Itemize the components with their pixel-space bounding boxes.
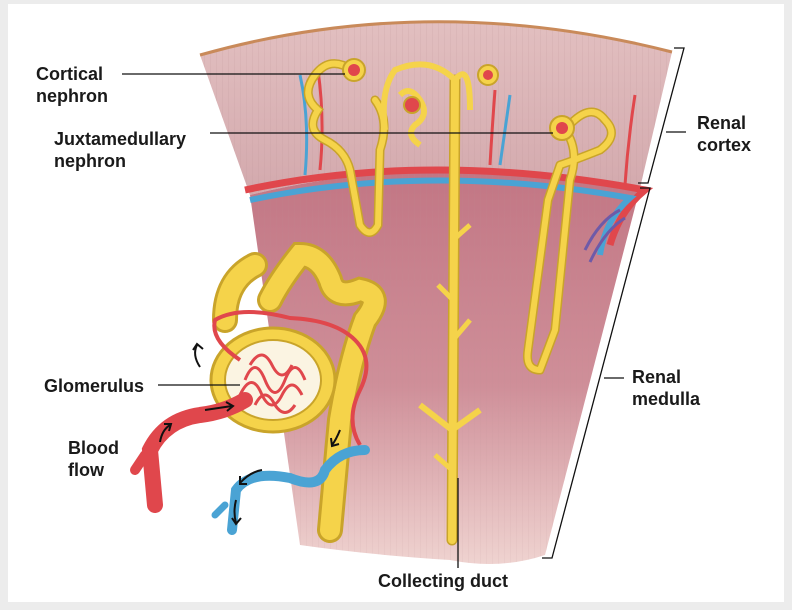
capsule-edge bbox=[199, 20, 673, 57]
enlarged-tubule bbox=[212, 241, 387, 543]
arcuate-vein bbox=[249, 177, 637, 256]
arcuate-artery bbox=[244, 166, 654, 246]
flow-arrows bbox=[159, 342, 341, 526]
blood-flow-label: Blood flow bbox=[68, 438, 119, 480]
cortical-nephron-label: Cortical nephron bbox=[36, 64, 108, 106]
glomerulus-label: Glomerulus bbox=[44, 376, 145, 396]
juxtamedullary-nephron-label: Juxtamedullary nephron bbox=[54, 129, 187, 171]
glomerulus-capsule bbox=[209, 326, 337, 434]
renal-cortex-bracket bbox=[638, 47, 685, 184]
peritubular-vein bbox=[227, 445, 370, 535]
cortical-nephron bbox=[303, 58, 499, 237]
renal-cortex-label: Renal cortex bbox=[697, 113, 752, 155]
juxtamedullary-nephron bbox=[523, 107, 616, 375]
renal-medulla-label: Renal medulla bbox=[632, 367, 701, 409]
efferent-arteriole bbox=[212, 309, 369, 447]
afferent-arteriole bbox=[141, 392, 253, 513]
collecting-duct bbox=[380, 61, 482, 546]
collecting-duct-label: Collecting duct bbox=[378, 571, 508, 591]
renal-medulla-bracket bbox=[542, 187, 651, 559]
